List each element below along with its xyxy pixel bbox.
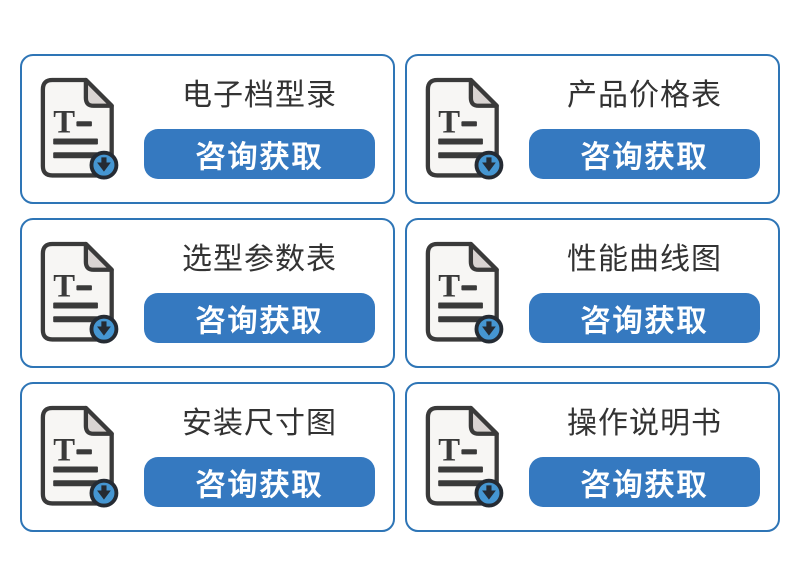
document-card: T 操作说明书 咨询获取 — [405, 382, 780, 532]
download-arrow-icon — [482, 157, 496, 172]
document-card: T 电子档型录 咨询获取 — [20, 54, 395, 204]
document-download-icon: T — [425, 405, 504, 508]
document-download-icon: T — [40, 77, 119, 180]
consult-get-button[interactable]: 咨询获取 — [529, 456, 760, 507]
letter-t-glyph: T — [53, 104, 75, 140]
letter-t-glyph: T — [438, 432, 460, 468]
card-title: 操作说明书 — [567, 406, 722, 440]
document-download-icon: T — [40, 241, 119, 344]
card-title: 产品价格表 — [567, 78, 722, 112]
document-card: T 性能曲线图 咨询获取 — [405, 218, 780, 368]
card-content: 电子档型录 咨询获取 — [144, 78, 375, 179]
consult-get-button[interactable]: 咨询获取 — [144, 456, 375, 507]
card-content: 安装尺寸图 咨询获取 — [144, 406, 375, 507]
card-title: 性能曲线图 — [567, 242, 722, 276]
document-download-icon: T — [425, 241, 504, 344]
document-card: T 安装尺寸图 咨询获取 — [20, 382, 395, 532]
letter-t-glyph: T — [438, 268, 460, 304]
card-content: 操作说明书 咨询获取 — [529, 406, 760, 507]
download-arrow-icon — [97, 485, 111, 500]
card-title: 选型参数表 — [182, 242, 337, 276]
download-arrow-icon — [482, 321, 496, 336]
consult-get-button[interactable]: 咨询获取 — [144, 292, 375, 343]
card-title: 电子档型录 — [182, 78, 337, 112]
download-arrow-icon — [482, 485, 496, 500]
card-content: 产品价格表 咨询获取 — [529, 78, 760, 179]
consult-get-button[interactable]: 咨询获取 — [144, 128, 375, 179]
download-arrow-icon — [97, 321, 111, 336]
document-download-icon: T — [40, 405, 119, 508]
letter-t-glyph: T — [438, 104, 460, 140]
letter-t-glyph: T — [53, 432, 75, 468]
card-title: 安装尺寸图 — [182, 406, 337, 440]
card-content: 选型参数表 咨询获取 — [144, 242, 375, 343]
letter-t-glyph: T — [53, 268, 75, 304]
consult-get-button[interactable]: 咨询获取 — [529, 292, 760, 343]
document-card: T 选型参数表 咨询获取 — [20, 218, 395, 368]
document-download-icon: T — [425, 77, 504, 180]
document-card: T 产品价格表 咨询获取 — [405, 54, 780, 204]
consult-get-button[interactable]: 咨询获取 — [529, 128, 760, 179]
card-content: 性能曲线图 咨询获取 — [529, 242, 760, 343]
download-arrow-icon — [97, 157, 111, 172]
